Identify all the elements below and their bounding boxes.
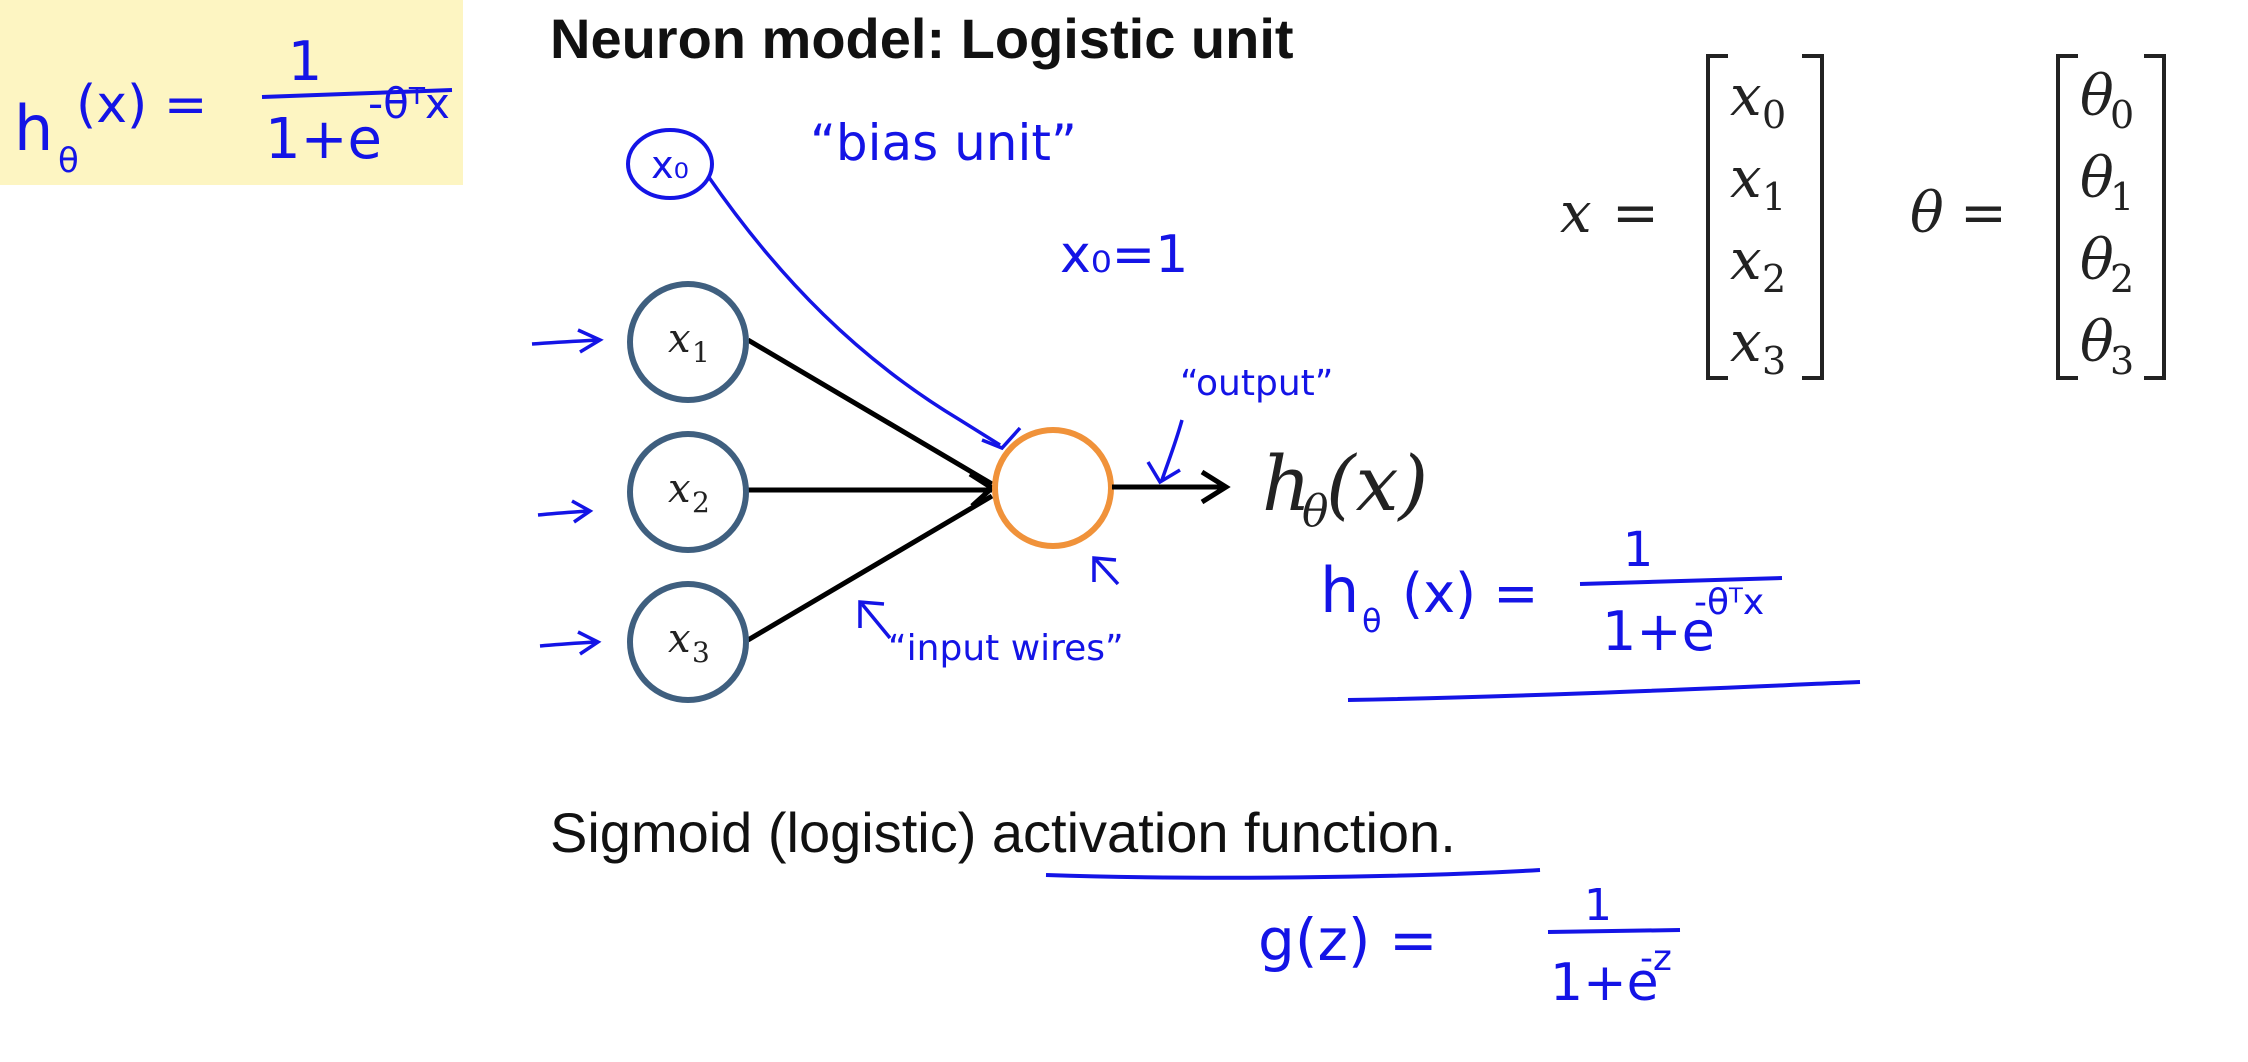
sticky-fraction-bar: [261, 88, 453, 99]
input-node-3: x 3: [627, 581, 749, 703]
input-node-1: x 1: [627, 281, 749, 403]
vector-theta-entry-3-base: θ: [2080, 310, 2114, 375]
input-node-2-sub: 2: [692, 486, 710, 519]
vector-theta: θ = θ 0 θ 1 θ 2 θ 3: [1910, 54, 2166, 383]
bias-unit-annotation: “bias unit”: [810, 114, 1077, 172]
vector-x-equals: =: [1612, 181, 1659, 246]
input-arrow-2: [537, 499, 594, 524]
hypothesis-denominator: 1+e: [1602, 600, 1715, 663]
sigmoid-exponent: -z: [1640, 938, 1672, 979]
vector-theta-entry-3-sub: 3: [2110, 339, 2134, 383]
hypothesis-lhs: h: [1320, 554, 1359, 627]
hypothesis-underline: [1347, 680, 1861, 702]
vector-theta-entry-2-base: θ: [2080, 228, 2114, 293]
vector-x-entry-0-sub: 0: [1762, 93, 1786, 137]
hypothesis-exponent: -θᵀx: [1694, 582, 1764, 623]
vector-theta-entry-2-sub: 2: [2110, 257, 2134, 301]
output-label-arg: (x): [1326, 439, 1428, 528]
sticky-lhs: h: [14, 92, 53, 165]
vector-theta-right-bracket: [2144, 54, 2166, 380]
vector-x-entry-2-sub: 2: [1762, 257, 1786, 301]
vector-theta-entry-1-base: θ: [2080, 146, 2114, 211]
input-arrow-3: [539, 630, 602, 656]
input-arrow-1: [531, 328, 604, 354]
vector-theta-entry-0-sub: 0: [2110, 93, 2134, 137]
output-node: [992, 427, 1114, 549]
vector-x: x = x 0 x 1 x 2 x 3: [1560, 54, 1824, 383]
input-node-2-base: x: [668, 466, 691, 512]
bias-node: x₀: [626, 128, 714, 200]
caption-prefix: Sigmoid (logistic): [550, 801, 992, 864]
vector-theta-name: θ: [1910, 181, 1944, 246]
input-node-3-sub: 3: [692, 636, 710, 669]
sticky-numerator: 1: [288, 30, 322, 93]
vector-x-entry-3-base: x: [1730, 310, 1762, 375]
sigmoid-numerator: 1: [1584, 880, 1612, 931]
vector-x-entry-1-base: x: [1730, 146, 1762, 211]
sticky-lhs-sub: θ: [58, 141, 79, 181]
input-node-3-base: x: [668, 616, 691, 662]
vector-x-name: x: [1560, 181, 1592, 246]
sigmoid-caption: Sigmoid (logistic) activation function.: [550, 800, 1456, 865]
output-label: h θ (x): [1262, 439, 1428, 537]
vector-x-entry-1-sub: 1: [1762, 175, 1786, 219]
input-wire-3: [746, 493, 994, 643]
output-arrowhead: [1200, 469, 1231, 505]
input-node-1-base: x: [668, 316, 691, 362]
hypothesis-lhs-sub: θ: [1362, 602, 1382, 640]
output-annotation: “output”: [1180, 363, 1333, 404]
vector-x-right-bracket: [1802, 54, 1824, 380]
hypothesis-arg: (x) =: [1402, 562, 1539, 625]
sticky-denominator: 1+e: [265, 107, 382, 172]
bias-value-annotation: x₀=1: [1060, 225, 1188, 285]
vector-theta-left-bracket: [2056, 54, 2078, 380]
vector-x-entry-3-sub: 3: [1762, 339, 1786, 383]
input-node-1-sub: 1: [692, 336, 710, 369]
vector-x-left-bracket: [1706, 54, 1728, 380]
activation-function-underline: [1045, 868, 1541, 880]
hypothesis-fraction-bar: [1579, 576, 1783, 586]
bias-node-label: x₀: [651, 143, 689, 187]
vector-theta-entry-0-base: θ: [2080, 64, 2114, 129]
input-wires-pointer-arrow: [858, 600, 892, 640]
vector-theta-equals: =: [1960, 181, 2007, 246]
bias-wire-arrowhead: [981, 426, 1022, 451]
sticky-exponent: -θᵀx: [368, 79, 450, 128]
input-wire-1: [746, 337, 994, 487]
slide-title: Neuron model: Logistic unit: [550, 7, 1294, 70]
output-label-sub: θ: [1302, 486, 1329, 537]
vector-x-entry-0-base: x: [1730, 64, 1762, 129]
input-wires-annotation: “input wires”: [888, 628, 1124, 669]
hypothesis-formula: h θ (x) = 1 1+e -θᵀx: [1320, 522, 1861, 702]
sigmoid-formula: g(z) = 1 1+e -z: [1258, 880, 1681, 1013]
hypothesis-numerator: 1: [1623, 522, 1654, 578]
caption-suffix: .: [1440, 801, 1456, 864]
bias-wire: [706, 175, 1001, 447]
caption-underlined: activation function: [991, 801, 1441, 864]
input-node-2: x 2: [627, 431, 749, 553]
sigmoid-fraction-bar: [1547, 928, 1681, 934]
vector-x-entry-2-base: x: [1730, 228, 1762, 293]
sticky-lhs-arg: (x) =: [76, 75, 207, 135]
output-pointer-arrow: [1146, 419, 1184, 485]
sigmoid-lhs: g(z) =: [1258, 906, 1438, 974]
sticky-formula: h θ (x) = 1 1+e -θᵀx: [14, 30, 453, 181]
output-label-base: h: [1262, 439, 1311, 528]
output-node-pointer-arrow: [1092, 556, 1120, 586]
sigmoid-denominator: 1+e: [1550, 953, 1659, 1013]
vector-theta-entry-1-sub: 1: [2110, 175, 2134, 219]
